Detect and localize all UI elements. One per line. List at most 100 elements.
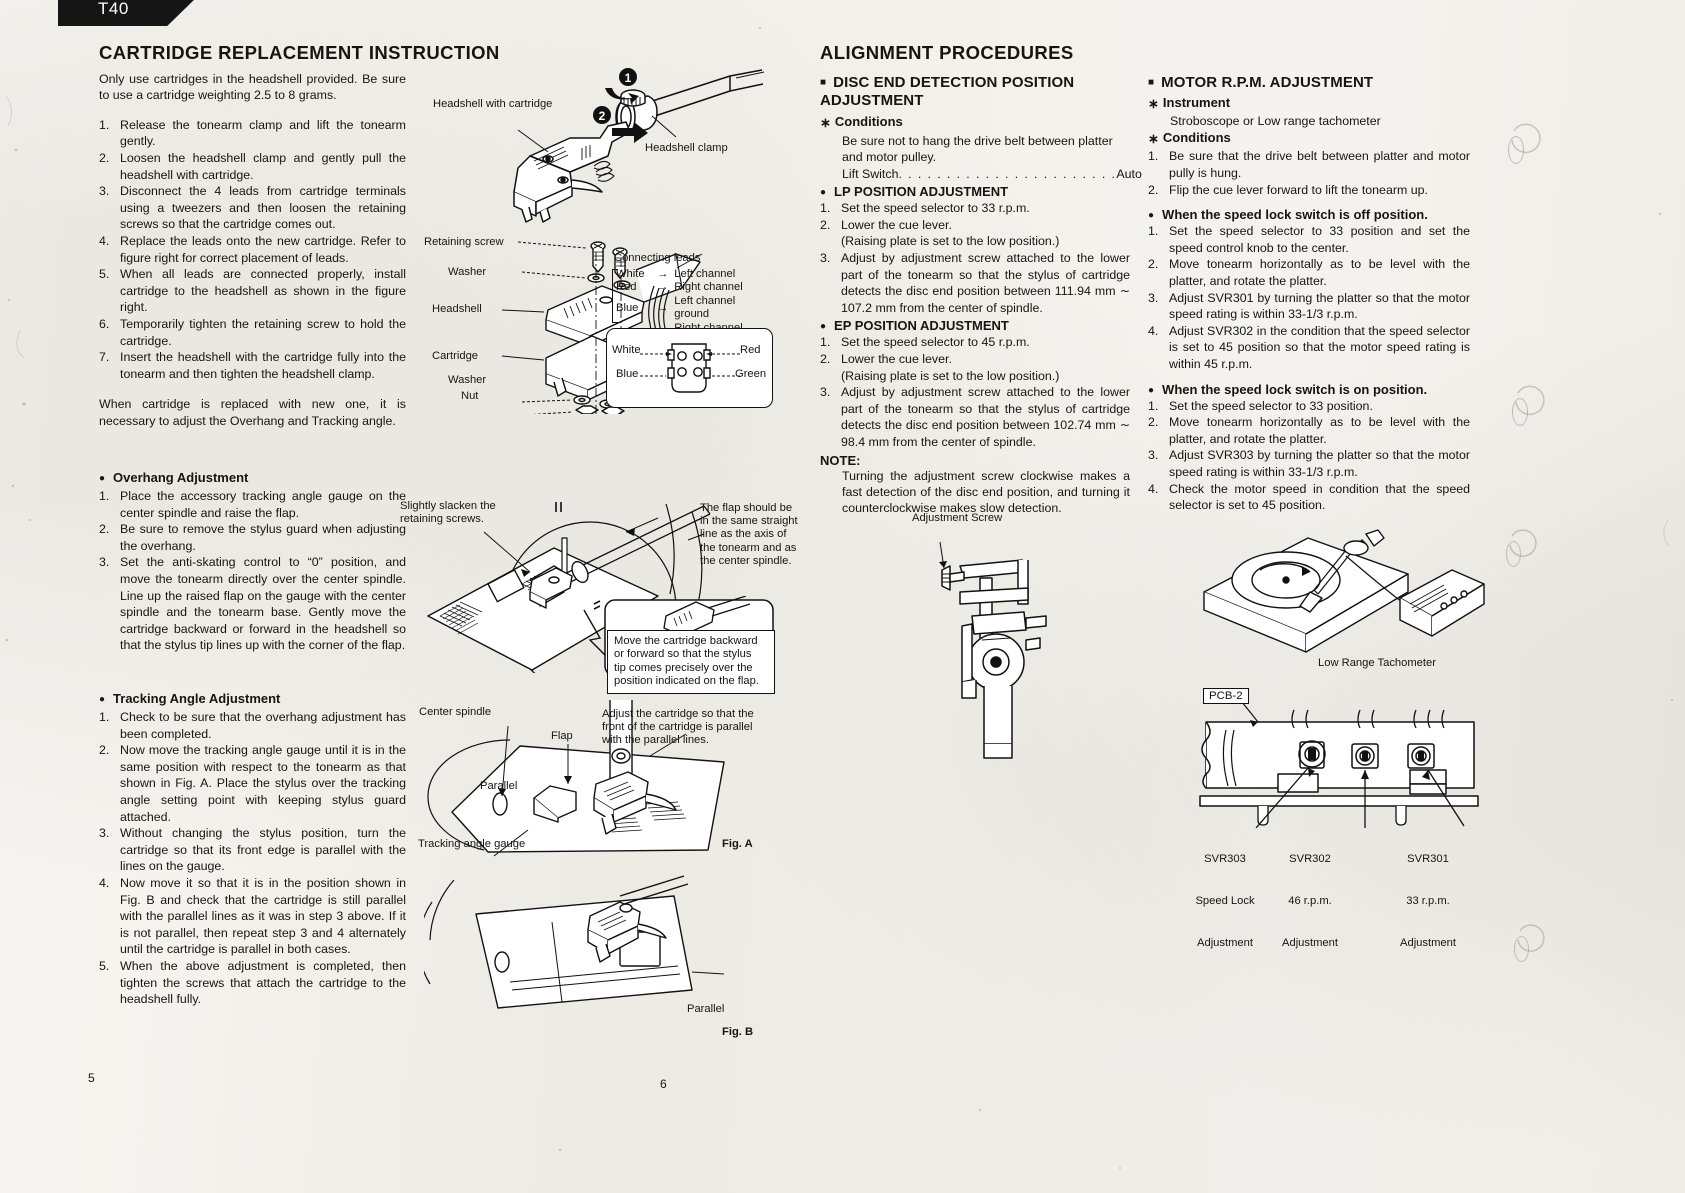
binder-hole bbox=[1506, 541, 1521, 567]
conditions-label: Conditions bbox=[820, 114, 1130, 131]
disc-end-heading: DISC END DETECTION POSITION ADJUSTMENT bbox=[820, 74, 1130, 110]
figure-pcb2 bbox=[1196, 700, 1486, 828]
list-item: 5.When all leads are connected properly,… bbox=[99, 267, 406, 315]
list-item: 3.Without changing the stylus position, … bbox=[99, 826, 406, 874]
note-slacken-screws: Slightly slacken the retaining screws. bbox=[400, 500, 496, 526]
page-number-left: 5 bbox=[88, 1071, 95, 1085]
motor-conditions-label: Conditions bbox=[1148, 130, 1470, 147]
ep-position-heading: EP POSITION ADJUSTMENT bbox=[820, 318, 1130, 333]
binder-hole bbox=[1512, 398, 1528, 426]
speed-lock-off-heading: When the speed lock switch is off positi… bbox=[1148, 207, 1470, 222]
disc-end-detection-section: DISC END DETECTION POSITION ADJUSTMENT C… bbox=[820, 74, 1142, 517]
table-row: Blue → Left channel ground bbox=[616, 294, 736, 321]
binder-hole bbox=[1514, 936, 1529, 962]
overhang-adjustment-section: Overhang Adjustment 1.Place the accessor… bbox=[99, 470, 406, 654]
list-item: 2.Move tonearm horizontally as to be lev… bbox=[1148, 415, 1470, 446]
table-row: Red → Right channel bbox=[616, 281, 743, 294]
label-terminal-red: Red bbox=[740, 344, 761, 356]
model-tab: T40 bbox=[58, 0, 198, 26]
list-item: 2.Move tonearm horizontally as to be lev… bbox=[1148, 257, 1470, 288]
label-headshell-with-cartridge: Headshell with cartridge bbox=[433, 98, 553, 110]
list-item: 3.Disconnect the 4 leads from cartridge … bbox=[99, 184, 406, 232]
list-item: 1.Set the speed selector to 45 r.p.m. bbox=[820, 335, 1030, 350]
label-parallel-a: Parallel bbox=[480, 780, 518, 792]
tracking-heading: Tracking Angle Adjustment bbox=[99, 691, 406, 706]
list-item: 3.Adjust by adjustment screw attached to… bbox=[820, 251, 1130, 315]
list-item: 1.Set the speed selector to 33 position … bbox=[1148, 224, 1470, 255]
list-item: 4.Adjust SVR302 in the condition that th… bbox=[1148, 323, 1470, 371]
conditions-text: Be sure not to hang the drive belt betwe… bbox=[842, 134, 1113, 165]
binder-hole bbox=[1508, 136, 1524, 164]
label-adjustment-screw: Adjustment Screw bbox=[912, 512, 1003, 524]
label-svr301: SVR301 33 r.p.m. Adjustment bbox=[1400, 853, 1456, 949]
list-item: 4.Now move it so that it is in the posit… bbox=[99, 875, 406, 957]
list-item: 5.When the above adjustment is completed… bbox=[99, 958, 406, 1007]
list-item: 6.Temporarily tighten the retaining scre… bbox=[99, 316, 406, 348]
cartridge-instruction-text: Only use cartridges in the headshell pro… bbox=[99, 71, 406, 429]
callout-move-cartridge: Move the cartridge backward or forward s… bbox=[607, 630, 775, 694]
figure-cartridge-exploded: Retaining screw Washer Headshell Cartrid… bbox=[424, 232, 775, 414]
list-item: 4.Check the motor speed in condition tha… bbox=[1148, 481, 1470, 513]
speed-lock-off-steps: 1.Set the speed selector to 33 position … bbox=[1148, 223, 1470, 372]
overhang-steps-list: 1.Place the accessory tracking angle gau… bbox=[99, 488, 406, 654]
table-row: White → Left channel bbox=[616, 268, 736, 280]
note-text: Turning the adjustment screw clockwise m… bbox=[842, 468, 1130, 516]
lift-switch-label: Lift Switch bbox=[842, 166, 899, 181]
lift-switch-row: Lift Switch. . . . . . . . . . . . . . .… bbox=[842, 166, 1142, 182]
motor-rpm-section: MOTOR R.P.M. ADJUSTMENT Instrument Strob… bbox=[1148, 74, 1470, 514]
list-item: (Raising plate is set to the low positio… bbox=[841, 368, 1060, 383]
list-item: 1.Place the accessory tracking angle gau… bbox=[99, 489, 406, 520]
figure-adjustment-screw bbox=[900, 530, 1090, 760]
page-title-alignment: ALIGNMENT PROCEDURES bbox=[820, 42, 1074, 63]
overhang-heading: Overhang Adjustment bbox=[99, 470, 406, 485]
lp-position-heading: LP POSITION ADJUSTMENT bbox=[820, 184, 1130, 199]
label-connecting-leads: Connecting leads bbox=[614, 252, 701, 264]
replacement-steps-list: 1.Release the tonearm clamp and lift the… bbox=[99, 117, 406, 383]
figure-overhang-gauge: Slightly slacken the retaining screws. T… bbox=[400, 488, 798, 673]
label-nut: Nut bbox=[461, 390, 479, 402]
list-item: 1.Be sure that the drive belt between pl… bbox=[1148, 149, 1470, 180]
note-adjust-cartridge: Adjust the cartridge so that the front o… bbox=[602, 708, 754, 747]
label-washer-top: Washer bbox=[448, 266, 487, 278]
list-item: 4.Replace the leads onto the new cartrid… bbox=[99, 233, 406, 265]
speed-lock-on-steps: 1.Set the speed selector to 33 position.… bbox=[1148, 398, 1470, 514]
list-item: 3.Adjust SVR303 by turning the platter s… bbox=[1148, 448, 1470, 479]
label-parallel-b: Parallel bbox=[687, 1003, 725, 1015]
list-item: 1.Release the tonearm clamp and lift the… bbox=[99, 117, 406, 149]
caption-fig-a: Fig. A bbox=[722, 838, 753, 850]
page-title-cartridge: CARTRIDGE REPLACEMENT INSTRUCTION bbox=[99, 42, 500, 63]
label-terminal-blue: Blue bbox=[616, 368, 639, 380]
label-headshell-clamp: Headshell clamp bbox=[645, 142, 728, 154]
list-item: 3.Adjust SVR301 by turning the platter s… bbox=[1148, 290, 1470, 322]
figure-turntable-tachometer bbox=[1196, 512, 1486, 660]
figure-headshell-removal: 1 2 Headshell with cartridge Headshell c… bbox=[430, 60, 770, 225]
list-item: 7.Insert the headshell with the cartridg… bbox=[99, 350, 406, 381]
tracking-angle-section: Tracking Angle Adjustment 1.Check to be … bbox=[99, 691, 406, 1008]
label-center-spindle: Center spindle bbox=[419, 706, 492, 718]
label-washer-bottom: Washer bbox=[448, 374, 487, 386]
ep-steps-list: 1.Set the speed selector to 45 r.p.m. 2.… bbox=[820, 334, 1130, 450]
list-item: (Raising plate is set to the low positio… bbox=[841, 234, 1060, 249]
svg-text:2: 2 bbox=[599, 109, 606, 123]
list-item: 2.Flip the cue lever forward to lift the… bbox=[1148, 182, 1428, 197]
closing-paragraph: When cartridge is replaced with new one,… bbox=[99, 397, 406, 428]
list-item: 2.Be sure to remove the stylus guard whe… bbox=[99, 522, 406, 553]
label-tracking-angle-gauge: Tracking angle gauge bbox=[418, 838, 526, 850]
note-flap-alignment: The flap should be in the same straight … bbox=[700, 502, 798, 567]
label-svr302: SVR302 46 r.p.m. Adjustment bbox=[1282, 853, 1338, 949]
instrument-label: Instrument bbox=[1148, 95, 1470, 112]
label-pcb-2: PCB-2 bbox=[1203, 688, 1249, 704]
list-item: 1.Set the speed selector to 33 position. bbox=[1148, 398, 1373, 413]
lift-switch-dots: . . . . . . . . . . . . . . . . . . . . … bbox=[898, 166, 1117, 181]
list-item: 3.Adjust by adjustment screw attached to… bbox=[820, 385, 1130, 449]
lift-switch-value: Auto bbox=[1116, 166, 1142, 181]
label-headshell: Headshell bbox=[432, 303, 482, 315]
list-item: 1.Check to be sure that the overhang adj… bbox=[99, 710, 406, 741]
page-number-right: 6 bbox=[660, 1077, 667, 1091]
figure-a-tracking-angle: Center spindle Flap Parallel Adjust the … bbox=[419, 700, 774, 860]
motor-rpm-heading: MOTOR R.P.M. ADJUSTMENT bbox=[1148, 74, 1470, 92]
motor-conditions-list: 1.Be sure that the drive belt between pl… bbox=[1148, 148, 1470, 198]
label-cartridge: Cartridge bbox=[432, 350, 479, 362]
label-terminal-white: White bbox=[612, 344, 641, 356]
note-label: NOTE: bbox=[820, 452, 861, 468]
